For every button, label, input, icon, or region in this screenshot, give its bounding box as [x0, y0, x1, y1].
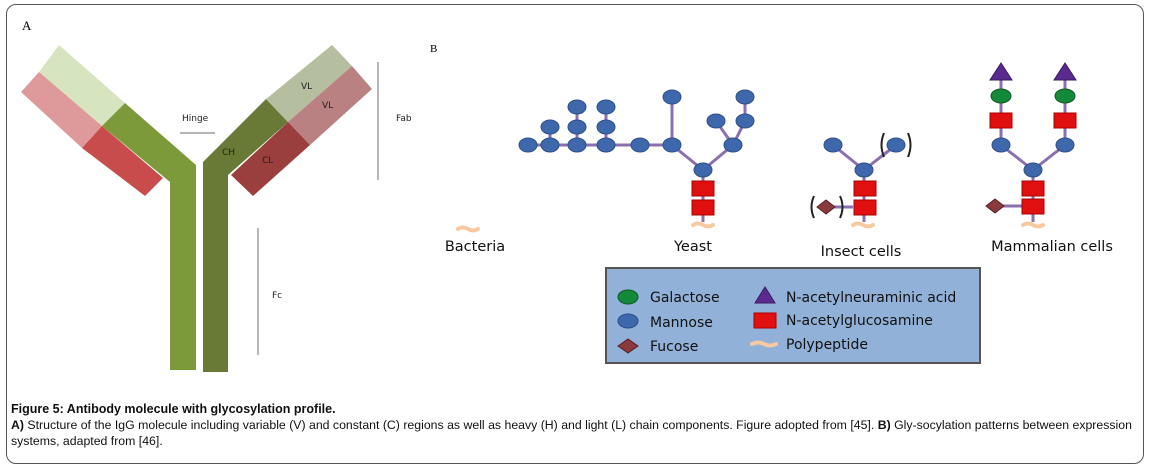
- caption-title: Figure 5: Antibody molecule with glycosy…: [11, 402, 336, 416]
- mammalian-glcnac-1: [1021, 180, 1045, 197]
- light-chain-left-variable: [39, 45, 125, 126]
- mammalian-galactose-right: [1054, 88, 1076, 104]
- light-chain-right-variable: [266, 45, 352, 122]
- fc-label: Fc: [272, 291, 282, 301]
- legend-mannose: Mannose: [650, 315, 713, 331]
- caption-b-text: Gly-socylation patterns between expressi…: [11, 418, 1132, 448]
- caption-a-text: Structure of the IgG molecule including …: [23, 418, 878, 432]
- bacteria-label: Bacteria: [445, 239, 505, 255]
- light-chain-right-constant: [231, 122, 310, 196]
- insect-label: Insect cells: [821, 244, 902, 260]
- mammalian-glcnac-right: [1053, 112, 1077, 129]
- mammalian-label: Mammalian cells: [991, 239, 1113, 255]
- mammalian-glcnac-2: [1021, 198, 1045, 215]
- mammalian-glcnac-left: [989, 112, 1013, 129]
- insect-mannose-set: [823, 137, 906, 178]
- insect-glcnac-2: [853, 199, 877, 216]
- mannose-oval-icon: [617, 313, 639, 329]
- caption-b-label: B): [877, 418, 891, 432]
- triangle-icon: [754, 286, 776, 304]
- yeast-glcnac-1: [691, 180, 715, 197]
- legend: Galactose N-acetylneuraminic acid Mannos…: [605, 267, 981, 364]
- fab-label: Fab: [396, 114, 412, 124]
- insect-optional-bracket-bottom: [810, 195, 844, 219]
- ch-label: CH: [222, 148, 235, 158]
- heavy-chain-right: [203, 99, 288, 372]
- vl-lower-label: VL: [322, 101, 333, 111]
- yeast-polypeptide: [691, 221, 715, 229]
- figure-caption: Figure 5: Antibody molecule with glycosy…: [11, 401, 1139, 449]
- mammalian-fucose: [985, 198, 1005, 214]
- yeast-mannose-set: [518, 89, 755, 178]
- diamond-icon: [617, 338, 639, 354]
- galactose-oval-icon: [617, 289, 639, 305]
- heavy-chain-left: [102, 103, 196, 370]
- mammalian-galactose-left: [990, 88, 1012, 104]
- light-chain-left-variable-2: [21, 72, 102, 148]
- mammalian-mannose-set: [991, 137, 1075, 178]
- mammalian-neuac-right: [1053, 62, 1077, 81]
- legend-polypeptide: Polypeptide: [786, 337, 868, 353]
- legend-galactose: Galactose: [650, 290, 720, 306]
- legend-neuac: N-acetylneuraminic acid: [786, 290, 956, 306]
- square-icon: [753, 312, 777, 329]
- polypeptide-icon: [750, 340, 778, 348]
- light-chain-right-variable-2: [288, 66, 372, 145]
- yeast-label: Yeast: [673, 239, 712, 255]
- hinge-label: Hinge: [182, 114, 209, 124]
- insect-fucose: [816, 199, 836, 215]
- yeast-glcnac-2: [691, 199, 715, 216]
- mammalian-neuac-left: [989, 62, 1013, 81]
- insect-optional-bracket-top: [880, 132, 912, 158]
- insect-glcnac-1: [853, 180, 877, 197]
- legend-fucose: Fucose: [650, 339, 698, 355]
- cl-label: CL: [262, 156, 273, 166]
- legend-box: [605, 267, 981, 364]
- legend-glcnac: N-acetylglucosamine: [786, 313, 933, 329]
- light-chain-left-constant: [82, 126, 163, 196]
- caption-body: A) Structure of the IgG molecule includi…: [11, 417, 1139, 449]
- panel-a-label: A: [22, 18, 32, 33]
- caption-a-label: A): [11, 418, 24, 432]
- bacteria-polypeptide: [456, 225, 480, 233]
- vl-upper-label: VL: [301, 82, 312, 92]
- mammalian-polypeptide: [1021, 221, 1045, 229]
- panel-b-label: B: [430, 43, 437, 55]
- insect-polypeptide: [851, 221, 875, 229]
